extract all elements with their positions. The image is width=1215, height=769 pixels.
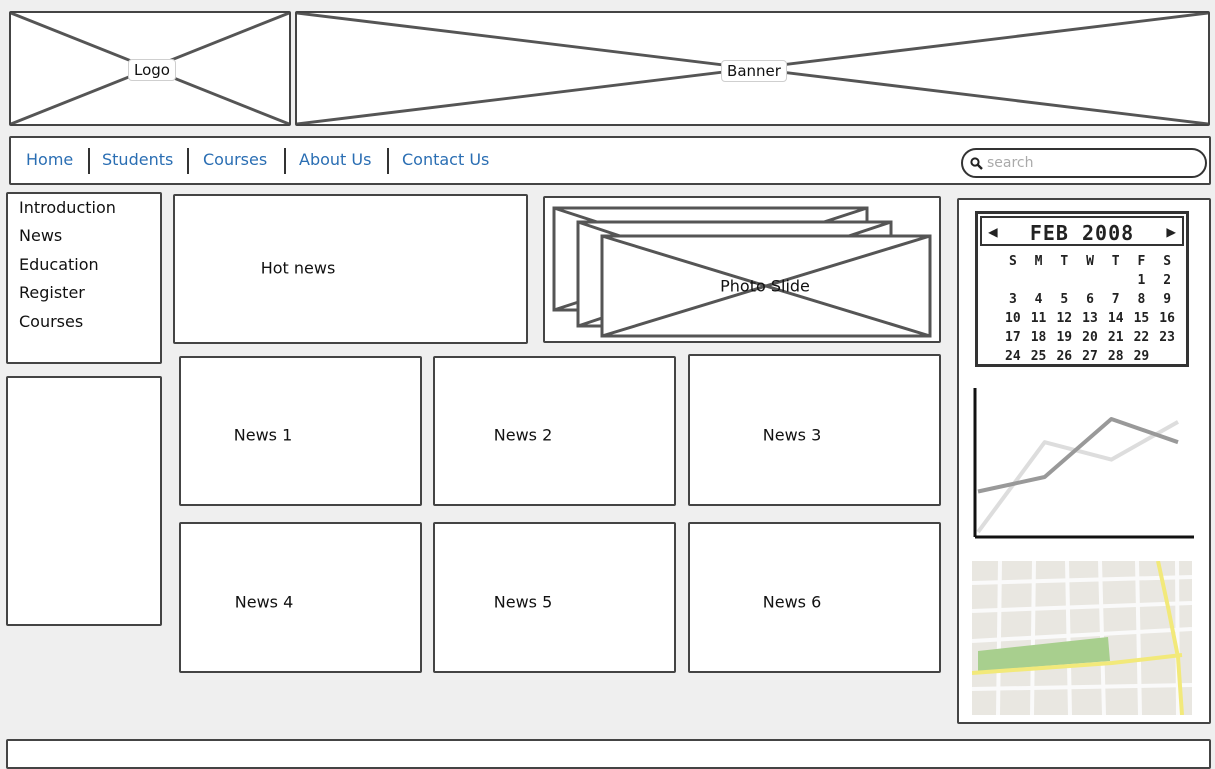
calendar-day[interactable]: 26 <box>1056 349 1073 364</box>
calendar-month-title: FEB 2008 <box>1029 221 1135 245</box>
news-card-5[interactable]: News 5 <box>433 522 676 673</box>
calendar-empty-cell <box>1051 271 1077 290</box>
nav-divider <box>387 148 389 174</box>
news-title: News 4 <box>234 592 294 612</box>
nav-about-us[interactable]: About Us <box>299 150 372 169</box>
navigation-bar: Home Students Courses About Us Contact U… <box>9 136 1211 185</box>
calendar-day[interactable]: 4 <box>1034 292 1043 307</box>
nav-contact-us[interactable]: Contact Us <box>402 150 490 169</box>
calendar-day[interactable]: 11 <box>1030 311 1047 326</box>
nav-courses[interactable]: Courses <box>203 150 268 169</box>
news-title: News 6 <box>762 592 822 612</box>
triangle-left-icon[interactable]: ◀ <box>988 222 998 241</box>
news-card-6[interactable]: News 6 <box>688 522 941 673</box>
calendar-weekday: M <box>1034 254 1043 269</box>
calendar-day[interactable]: 7 <box>1111 292 1120 307</box>
calendar-day[interactable]: 9 <box>1163 292 1172 307</box>
map-park <box>978 637 1110 671</box>
calendar-empty-cell <box>1103 271 1129 290</box>
nav-home[interactable]: Home <box>26 150 74 169</box>
calendar-day[interactable]: 23 <box>1159 330 1175 345</box>
calendar-weekday: W <box>1086 254 1094 269</box>
nav-divider <box>284 148 286 174</box>
calendar-day[interactable]: 8 <box>1137 292 1146 307</box>
map-streets <box>972 561 1192 715</box>
nav-divider <box>187 148 189 174</box>
calendar-empty-cell <box>1026 271 1052 290</box>
calendar-day[interactable]: 6 <box>1086 292 1094 307</box>
logo-placeholder: Logo <box>9 11 291 126</box>
sidebar-item-register[interactable]: Register <box>19 283 85 302</box>
map-widget[interactable] <box>972 561 1192 715</box>
calendar-empty-cell <box>1077 271 1103 290</box>
calendar-empty-cell <box>1000 271 1026 290</box>
logo-label: Logo <box>128 59 176 81</box>
calendar-day[interactable]: 17 <box>1005 330 1021 345</box>
photo-slide-label: Photo Slide <box>720 276 810 296</box>
news-title: News 1 <box>233 425 293 445</box>
calendar-day[interactable]: 14 <box>1107 311 1124 326</box>
photo-slide-panel[interactable]: Photo Slide <box>543 196 941 343</box>
nav-divider <box>88 148 90 174</box>
news-card-1[interactable]: News 1 <box>179 356 422 506</box>
calendar-day[interactable]: 28 <box>1107 349 1124 364</box>
triangle-right-icon[interactable]: ▶ <box>1166 222 1176 241</box>
news-card-3[interactable]: News 3 <box>688 354 941 506</box>
calendar-day[interactable]: 22 <box>1133 330 1150 345</box>
news-title: News 5 <box>493 592 553 612</box>
calendar-day[interactable]: 27 <box>1082 349 1098 364</box>
calendar-day[interactable]: 10 <box>1005 311 1021 326</box>
calendar-day[interactable]: 12 <box>1056 311 1073 326</box>
hot-news-panel[interactable]: Hot news <box>173 194 528 344</box>
calendar-weekday: S <box>1163 254 1172 269</box>
calendar-day[interactable]: 25 <box>1030 349 1047 364</box>
calendar-weekday: F <box>1137 254 1146 269</box>
chart-series-line-2 <box>976 420 1179 534</box>
calendar-day[interactable]: 16 <box>1159 311 1175 326</box>
calendar-day[interactable]: 21 <box>1107 330 1124 345</box>
calendar-day[interactable]: 1 <box>1137 273 1146 288</box>
search-icon <box>970 157 983 170</box>
sidebar-item-courses[interactable]: Courses <box>19 312 84 331</box>
news-card-2[interactable]: News 2 <box>433 356 676 506</box>
news-title: News 2 <box>493 425 553 445</box>
calendar-weekday: S <box>1008 254 1017 269</box>
calendar-day[interactable]: 13 <box>1082 311 1098 326</box>
banner-placeholder: Banner <box>295 11 1210 126</box>
calendar-day[interactable]: 20 <box>1082 330 1098 345</box>
chart-series-line-1 <box>977 417 1179 494</box>
calendar-day[interactable]: 29 <box>1133 349 1150 364</box>
sidebar-menu: Introduction News Education Register Cou… <box>6 192 162 364</box>
calendar-day[interactable]: 18 <box>1030 330 1047 345</box>
calendar-day[interactable]: 2 <box>1163 273 1172 288</box>
calendar-day[interactable]: 15 <box>1133 311 1150 326</box>
hot-news-label: Hot news <box>260 258 336 278</box>
search-box[interactable] <box>961 148 1207 178</box>
calendar-day[interactable]: 24 <box>1005 349 1021 364</box>
news-card-4[interactable]: News 4 <box>179 522 422 673</box>
calendar-weekday: T <box>1111 254 1120 269</box>
calendar-day[interactable]: 5 <box>1060 292 1069 307</box>
line-chart <box>973 388 1194 539</box>
photo-stack-image <box>552 206 932 338</box>
news-title: News 3 <box>762 425 822 445</box>
nav-students[interactable]: Students <box>102 150 174 169</box>
calendar-day[interactable]: 19 <box>1056 330 1073 345</box>
map-major-roads <box>972 561 1184 715</box>
calendar-header: ◀ FEB 2008 ▶ <box>980 216 1184 246</box>
calendar-day[interactable]: 3 <box>1008 292 1017 307</box>
sidebar-item-education[interactable]: Education <box>19 255 99 274</box>
search-input[interactable] <box>985 153 1200 173</box>
banner-label: Banner <box>721 60 787 82</box>
sidebar-panel <box>6 376 162 626</box>
sidebar-item-introduction[interactable]: Introduction <box>19 198 116 217</box>
calendar-weekday: T <box>1060 254 1069 269</box>
footer-panel <box>6 739 1211 769</box>
sidebar-item-news[interactable]: News <box>19 226 63 245</box>
